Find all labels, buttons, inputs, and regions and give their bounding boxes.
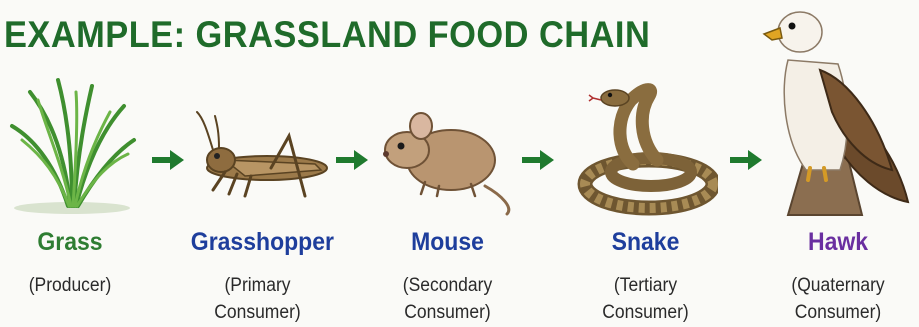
organism-name: Mouse bbox=[381, 228, 514, 257]
organism-hawk: Hawk (Quaternary Consumer) bbox=[758, 0, 918, 327]
arrow-icon bbox=[522, 148, 554, 172]
organism-name: Grasshopper bbox=[191, 228, 324, 257]
organism-role: (Tertiary Consumer) bbox=[579, 272, 712, 326]
organism-name: Grass bbox=[6, 228, 135, 257]
organism-role: (Producer) bbox=[6, 272, 135, 299]
organism-role: (Secondary Consumer) bbox=[381, 272, 514, 326]
organism-name: Snake bbox=[579, 228, 712, 257]
mouse-icon bbox=[375, 0, 520, 220]
organism-name: Hawk bbox=[764, 228, 911, 257]
arrow-icon bbox=[336, 148, 368, 172]
organism-role: (Quaternary Consumer) bbox=[764, 272, 911, 326]
snake-icon bbox=[573, 0, 718, 220]
organism-grasshopper: Grasshopper (Primary Consumer) bbox=[185, 0, 330, 327]
organism-snake: Snake (Tertiary Consumer) bbox=[573, 0, 718, 327]
arrow-icon bbox=[152, 148, 184, 172]
hawk-icon bbox=[758, 0, 918, 225]
organism-grass: Grass (Producer) bbox=[0, 0, 140, 327]
grass-icon bbox=[0, 0, 140, 220]
organism-mouse: Mouse (Secondary Consumer) bbox=[375, 0, 520, 327]
grasshopper-icon bbox=[185, 0, 330, 220]
organism-role: (Primary Consumer) bbox=[191, 272, 324, 326]
